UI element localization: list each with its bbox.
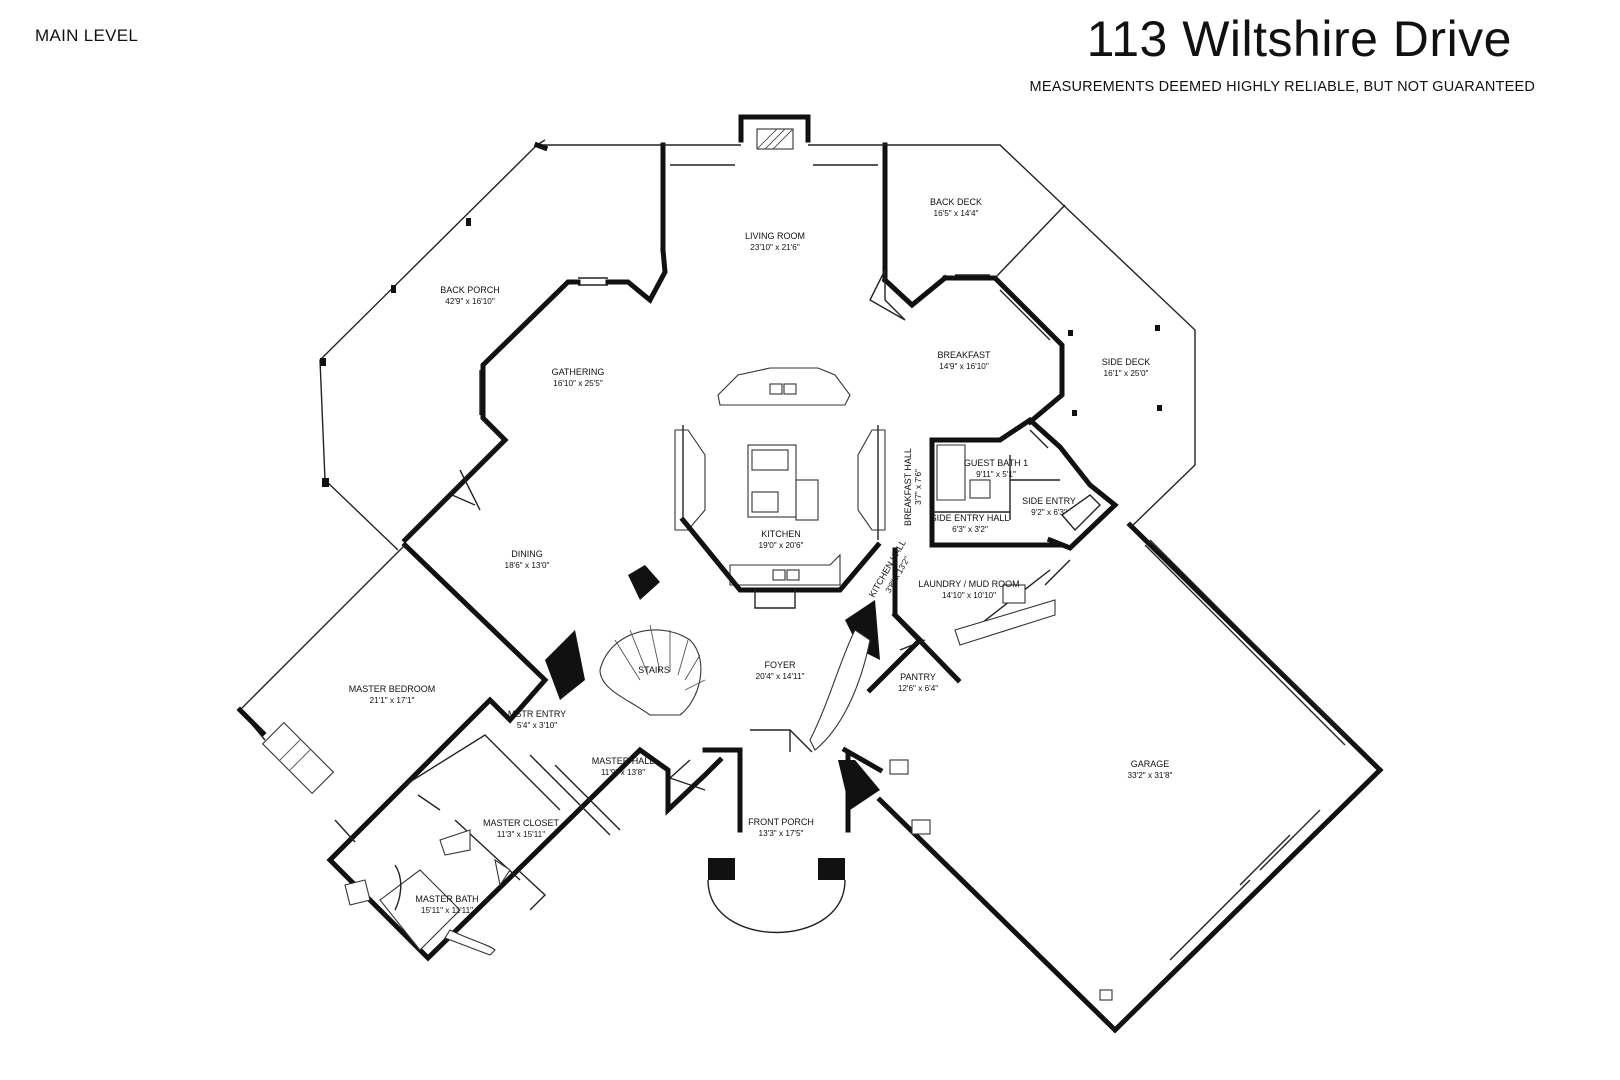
room-dims-master-bedroom: 21'1" x 17'1" <box>370 696 415 705</box>
room-label-stairs: STAIRS <box>638 665 670 675</box>
room-label-kitchen: KITCHEN <box>761 529 801 539</box>
room-dims-side-deck: 16'1" x 25'0" <box>1104 369 1149 378</box>
room-label-master-bedroom: MASTER BEDROOM <box>349 684 436 694</box>
room-label-gathering: GATHERING <box>552 367 605 377</box>
room-dims-front-porch: 13'3" x 17'5" <box>759 829 804 838</box>
room-label-garage: GARAGE <box>1131 759 1170 769</box>
gathering-dining-walls <box>401 277 608 544</box>
room-label-master-bath: MASTER BATH <box>415 894 478 904</box>
room-dims-master-closet: 11'3" x 15'11" <box>497 830 545 839</box>
room-label-breakfast: BREAKFAST <box>937 350 991 360</box>
room-label-guest-bath: GUEST BATH 1 <box>964 458 1028 468</box>
breakfast-walls <box>942 274 1065 426</box>
room-label-living-room: LIVING ROOM <box>745 231 805 241</box>
room-label-side-entry: SIDE ENTRY <box>1022 496 1076 506</box>
room-label-front-porch: FRONT PORCH <box>748 817 814 827</box>
room-label-side-entry-hall: SIDE ENTRY HALL <box>931 513 1010 523</box>
room-label-back-porch: BACK PORCH <box>440 285 500 295</box>
back-porch-outline <box>319 139 663 551</box>
garage-outline <box>876 521 1384 1034</box>
room-dims-side-entry: 9'2" x 6'3" <box>1031 508 1067 517</box>
level-label: MAIN LEVEL <box>35 26 139 45</box>
room-dims-pantry: 12'6" x 6'4" <box>898 684 938 693</box>
room-dims-side-entry-hall: 6'3" x 3'2" <box>952 525 988 534</box>
room-dims-master-hall: 11'9" x 13'8" <box>601 768 645 777</box>
room-label-mstr-entry: MSTR ENTRY <box>508 709 566 719</box>
foyer-stairs <box>545 565 884 934</box>
room-dims-garage: 33'2" x 31'8" <box>1128 771 1173 780</box>
room-label-side-deck: SIDE DECK <box>1102 357 1151 367</box>
room-label-pantry: PANTRY <box>900 672 936 682</box>
room-dims-living-room: 23'10" x 21'6" <box>750 243 800 252</box>
decks-outline <box>885 144 1196 529</box>
room-dims-breakfast: 14'9" x 16'10" <box>939 362 989 371</box>
laundry-pantry-walls <box>866 547 1071 694</box>
measurement-disclaimer: MEASUREMENTS DEEMED HIGHLY RELIABLE, BUT… <box>1029 79 1535 95</box>
kitchen-fixtures <box>674 367 886 609</box>
room-dims-dining: 18'6" x 13'0" <box>505 561 550 570</box>
room-dims-back-porch: 42'9" x 16'10" <box>445 297 495 306</box>
room-label-breakfast-hall: BREAKFAST HALL <box>903 448 913 526</box>
room-dims-mstr-entry: 5'4" x 3'10" <box>517 721 557 730</box>
room-dims-kitchen: 19'0" x 20'6" <box>759 541 804 550</box>
room-label-master-hall: MASTER HALL <box>592 756 655 766</box>
room-label-master-closet: MASTER CLOSET <box>483 818 560 828</box>
guest-bath-side-entry <box>929 416 1119 551</box>
living-room-fireplace <box>738 114 811 150</box>
master-wing <box>236 541 724 962</box>
room-dims-guest-bath: 9'11" x 5'1" <box>976 470 1016 479</box>
living-room-walls <box>605 142 949 321</box>
room-dims-laundry: 14'10" x 10'10" <box>942 591 996 600</box>
room-dims-foyer: 20'4" x 14'11" <box>756 672 805 681</box>
room-label-back-deck: BACK DECK <box>930 197 982 207</box>
room-labels: LIVING ROOM 23'10" x 21'6" BACK DECK 16'… <box>349 197 1173 915</box>
room-dims-gathering: 16'10" x 25'5" <box>553 379 603 388</box>
room-dims-breakfast-hall: 3'7" x 7'6" <box>914 469 923 505</box>
room-dims-master-bath: 15'11" x 11'11" <box>421 906 473 915</box>
property-address: 113 Wiltshire Drive <box>1086 11 1512 67</box>
room-label-dining: DINING <box>511 549 543 559</box>
room-label-laundry: LAUNDRY / MUD ROOM <box>918 579 1019 589</box>
room-label-foyer: FOYER <box>764 660 796 670</box>
room-dims-back-deck: 16'5" x 14'4" <box>934 209 979 218</box>
